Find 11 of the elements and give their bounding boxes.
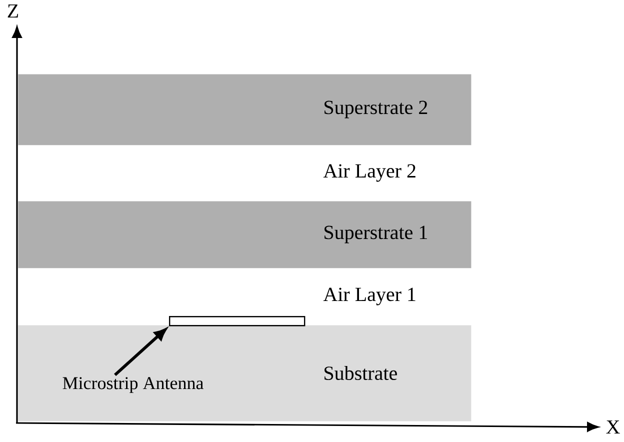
layer-band: Air Layer 1 bbox=[18, 268, 472, 326]
arrow bbox=[114, 328, 166, 376]
antenna-strip bbox=[169, 316, 306, 326]
axis-label: Z bbox=[8, 4, 18, 18]
axis-label: X bbox=[606, 420, 620, 434]
node-label: Air Layer 1 bbox=[323, 288, 416, 306]
layer-band: Superstrate 1 bbox=[18, 201, 472, 268]
layer-band: Air Layer 2 bbox=[18, 145, 472, 202]
node-label: Air Layer 2 bbox=[323, 164, 416, 182]
antenna-label: Microstrip Antenna bbox=[62, 377, 204, 393]
layer-band: Superstrate 2 bbox=[18, 74, 472, 146]
